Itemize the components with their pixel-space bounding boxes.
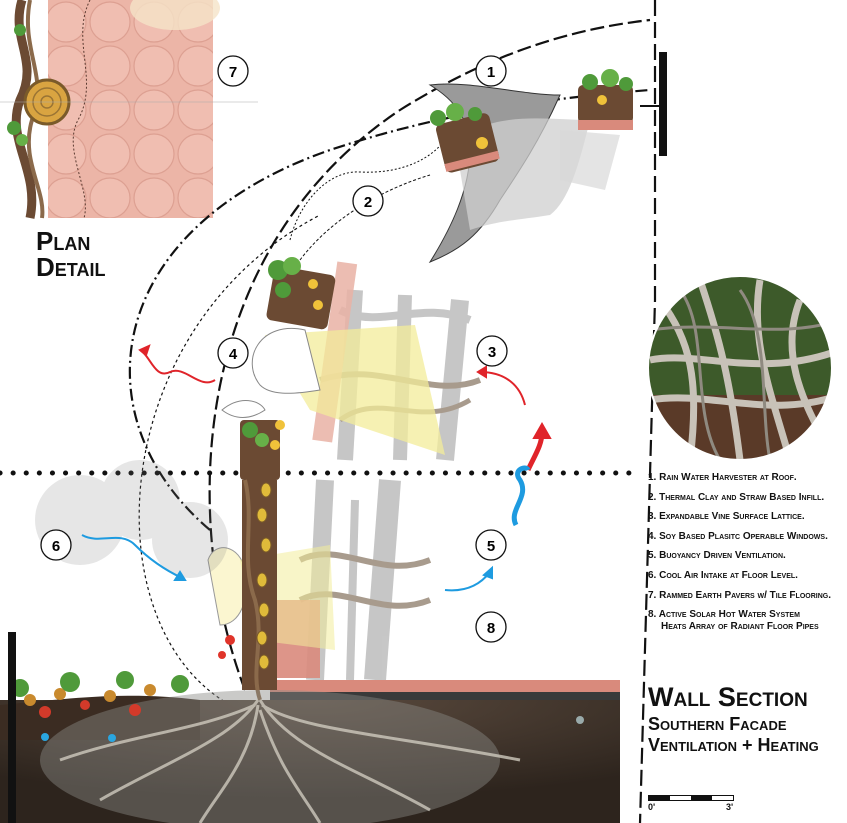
thermal-wall [218, 257, 336, 701]
marker-1[interactable]: 1 [475, 55, 507, 87]
section-title-line3: Ventilation + Heating [648, 735, 819, 755]
section-cut-bar-bottom [8, 632, 16, 823]
rain-water-harvester [428, 69, 665, 264]
warm-air-arrows [138, 344, 552, 472]
ground-roots [0, 671, 620, 823]
wall-section-title: Wall Section Southern Facade Ventilation… [648, 682, 819, 755]
plan-title-line2: Detail [36, 252, 106, 282]
legend-item-6: 6. Cool Air Intake at Floor Level. [648, 569, 798, 581]
plan-detail-title: Plan Detail [36, 228, 105, 280]
vine-photo-inset [647, 275, 833, 461]
legend: 1. Rain Water Harvester at Roof. 2. Ther… [648, 472, 843, 640]
scale-start-label: 0' [648, 802, 656, 812]
legend-item-8-continued: Heats Array of Radiant Floor Pipes [661, 620, 819, 632]
svg-text:1: 1 [487, 64, 495, 81]
plan-title-line1: Plan [36, 226, 91, 256]
background-foliage [35, 460, 228, 578]
legend-item-1: 1. Rain Water Harvester at Roof. [648, 472, 797, 483]
legend-item-4: 4. Soy Based Plasitc Operable Windows. [648, 530, 828, 542]
svg-text:7: 7 [229, 64, 237, 81]
svg-text:3: 3 [488, 344, 496, 361]
marker-3[interactable]: 3 [476, 335, 508, 367]
marker-7[interactable]: 7 [217, 55, 249, 87]
marker-5[interactable]: 5 [475, 529, 507, 561]
legend-item-2: 2. Thermal Clay and Straw Based Infill. [648, 491, 825, 503]
section-cut-bar-top [659, 52, 667, 156]
buoyancy-arrow-blue [511, 465, 531, 527]
cool-air-arrows [81, 465, 531, 592]
legend-item-5: 5. Buoyancy Driven Ventilation. [648, 550, 786, 562]
scale-end-label: 3' [726, 802, 734, 812]
section-title-line1: Wall Section [648, 682, 808, 712]
svg-text:6: 6 [52, 538, 60, 555]
section-title-line2: Southern Facade [648, 714, 787, 734]
legend-item-7: 7. Rammed Earth Pavers w/ Tile Flooring. [648, 589, 831, 601]
legend-item-8: 8. Active Solar Hot Water System [648, 609, 800, 621]
marker-6[interactable]: 6 [40, 529, 72, 561]
svg-text:2: 2 [364, 194, 372, 211]
cool-air-intake-arrow [81, 534, 183, 579]
legend-item-3: 3. Expandable Vine Surface Lattice. [648, 511, 805, 523]
guide-arcs [0, 0, 657, 823]
svg-text:5: 5 [487, 538, 495, 555]
marker-2[interactable]: 2 [352, 185, 384, 217]
plan-detail [0, 0, 258, 219]
scale-bar: 0' 3' [648, 795, 738, 812]
marker-4[interactable]: 4 [217, 337, 249, 369]
svg-text:4: 4 [229, 346, 238, 363]
scale-bar-graphic [648, 795, 734, 801]
marker-8[interactable]: 8 [475, 611, 507, 643]
svg-text:8: 8 [487, 620, 495, 637]
warm-air-exhaust-arrow [139, 349, 216, 384]
